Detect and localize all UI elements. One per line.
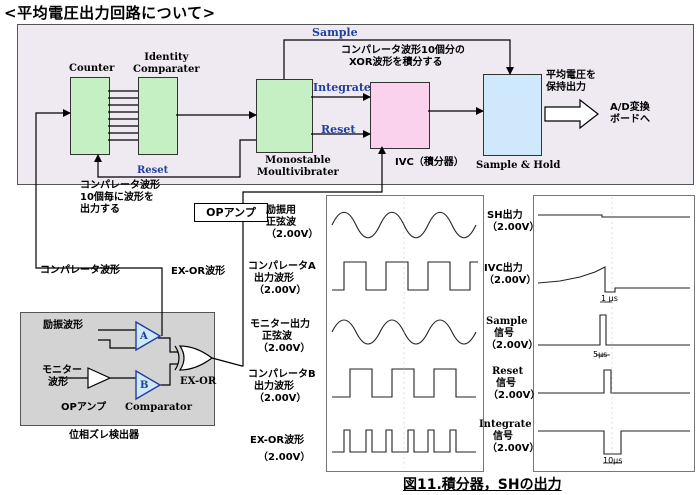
exor-label: EX-OR — [180, 376, 217, 387]
comparator-note: コンパレータ波形 10個毎に波形を 出力する — [80, 180, 160, 215]
timing-1us: 1 μs — [601, 294, 618, 303]
sh-output-label: SH出力 （2.00V） — [487, 210, 540, 233]
exor-scope-label: EX-OR波形 （2.00V） — [250, 435, 311, 463]
reset-signal-label: Reset 信号 （2.00V） — [488, 366, 541, 401]
timing-5us: 5μs — [593, 350, 608, 359]
counter-label: Counter — [69, 63, 115, 74]
ivc-output-label: IVC出力 （2.00V） — [484, 263, 537, 286]
timing-10us: 10μs — [603, 456, 623, 465]
sample-hold-block — [483, 74, 542, 156]
sample-hold-label: Sample & Hold — [476, 160, 561, 171]
comparator-b-label: B — [140, 380, 149, 391]
monitor-sine-label: モニター出力 正弦波 （2.00V） — [250, 319, 311, 354]
phase-detector-caption: 位相ズレ検出器 — [69, 430, 139, 441]
monostable-label: Monostable Moultivibrater — [257, 155, 339, 178]
opamp-box-label: OPアンプ — [194, 203, 268, 222]
scope-right — [533, 195, 695, 472]
excite-sine-label: 励振用 正弦波 （2.00V） — [266, 205, 319, 240]
avg-voltage-note: 平均電圧を 保持出力 — [546, 70, 596, 93]
identity-label: Identity Comparater — [133, 52, 200, 75]
reset-label: Reset — [321, 123, 356, 136]
opamp-label: OPアンプ — [61, 402, 107, 413]
ivc-label: IVC（積分器） — [395, 157, 464, 168]
integrate-signal-label: Integrate 信号 （2.00V） — [479, 419, 540, 454]
monostable-block — [256, 79, 313, 153]
comparator-a-wave-label: コンパレータA 出力波形 （2.00V） — [248, 261, 316, 296]
ad-board-label: A/D変換 ボードへ — [610, 102, 650, 125]
integrate-label: Integrate — [313, 81, 371, 94]
comparator-label: Comparator — [125, 402, 192, 413]
excite-wave-label: 励振波形 — [43, 320, 83, 331]
identity-comparater-block — [138, 77, 178, 155]
monitor-wave-label: モニター 波形 — [42, 365, 82, 388]
sample-signal-label: Sample 信号 （2.00V） — [486, 316, 539, 351]
page-title: <平均電圧出力回路について> — [4, 4, 216, 22]
comparator-wave-label: コンパレータ波形 — [40, 265, 120, 276]
exor-wave-label: EX-OR波形 — [171, 266, 226, 277]
xor-integrate-note: コンパレータ波形10個分の XOR波形を積分する — [341, 45, 465, 68]
sample-label: Sample — [312, 26, 358, 39]
reset-inner-label: Reset — [137, 165, 169, 176]
comparator-b-wave-label: コンパレータB 出力波形 （2.00V） — [248, 369, 316, 404]
ivc-block — [370, 82, 430, 149]
figure-caption: 図11.積分器，SHの出力 — [403, 477, 562, 493]
comparator-a-label: A — [140, 331, 148, 342]
